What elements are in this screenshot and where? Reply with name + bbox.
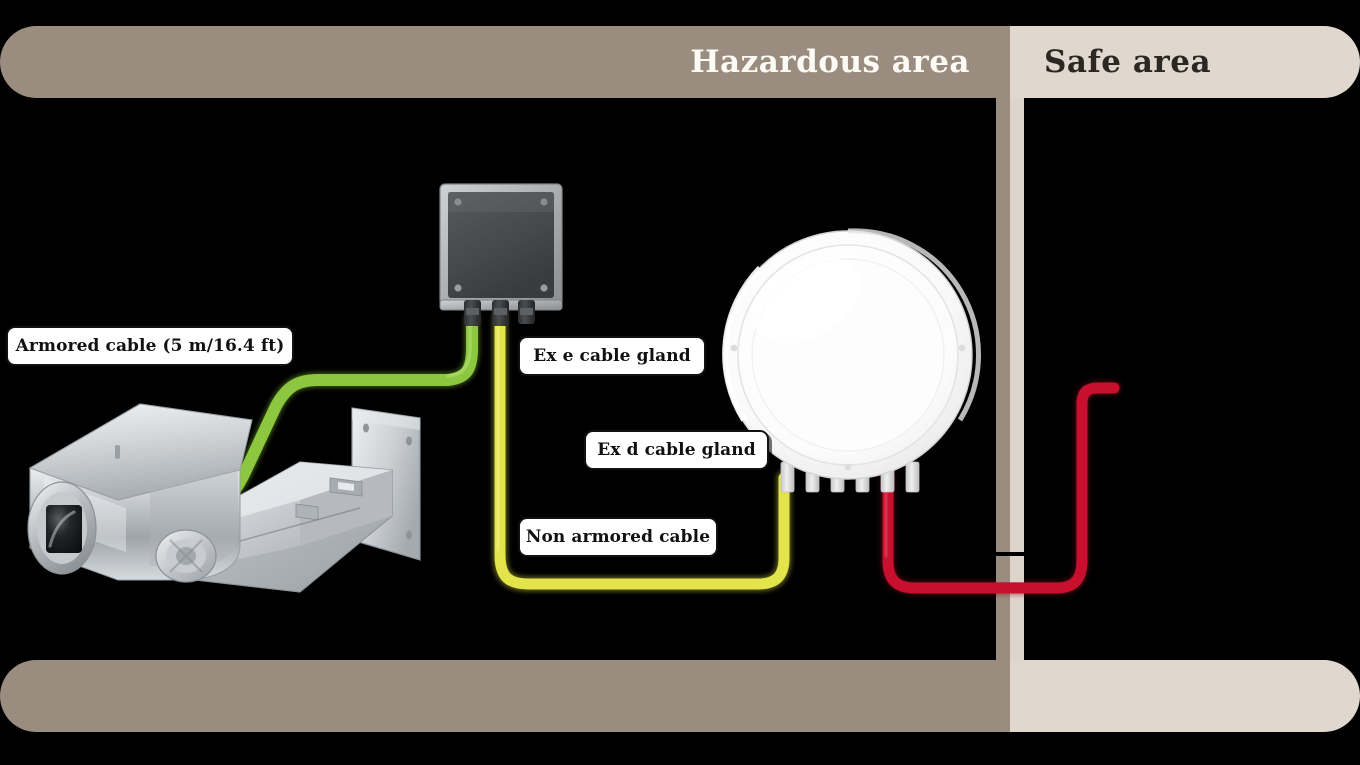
safe-area-cable <box>881 381 1121 595</box>
camera-housing <box>27 403 253 581</box>
callout-ex-d-gland: Ex d cable gland <box>584 430 769 470</box>
dividing-wall-safe-side <box>1010 98 1024 660</box>
callout-ex-e-gland-label: Ex e cable gland <box>533 346 691 366</box>
wall-penetration <box>996 552 1024 582</box>
junction-box-gland-2 <box>492 300 509 326</box>
junction-box-gland-3 <box>518 300 535 324</box>
callout-non-armored-cable: Non armored cable <box>518 517 718 557</box>
callout-armored-cable-label: Armored cable (5 m/16.4 ft) <box>15 336 285 356</box>
hazardous-area-label: Hazardous area <box>690 44 970 80</box>
safe-area-banner: Safe area <box>1010 26 1360 98</box>
hazardous-area-floor-bar <box>0 660 1010 732</box>
explosion-proof-camera <box>27 403 421 593</box>
non-armored-cable <box>492 310 792 592</box>
safe-area-floor-bar <box>1010 660 1360 732</box>
callout-non-armored-cable-label: Non armored cable <box>525 527 711 547</box>
junction-box <box>439 183 563 326</box>
callout-armored-cable: Armored cable (5 m/16.4 ft) <box>6 326 294 366</box>
junction-box-gland-1 <box>464 300 481 326</box>
dividing-wall-hazardous-side <box>996 98 1010 660</box>
callout-ex-d-gland-label: Ex d cable gland <box>597 440 756 460</box>
callout-ex-e-gland: Ex e cable gland <box>518 336 706 376</box>
hazardous-area-banner: Hazardous area <box>0 26 1010 98</box>
camera-swivel-joint <box>155 529 217 583</box>
dome-enclosure <box>722 228 981 493</box>
safe-area-label: Safe area <box>1044 44 1212 80</box>
